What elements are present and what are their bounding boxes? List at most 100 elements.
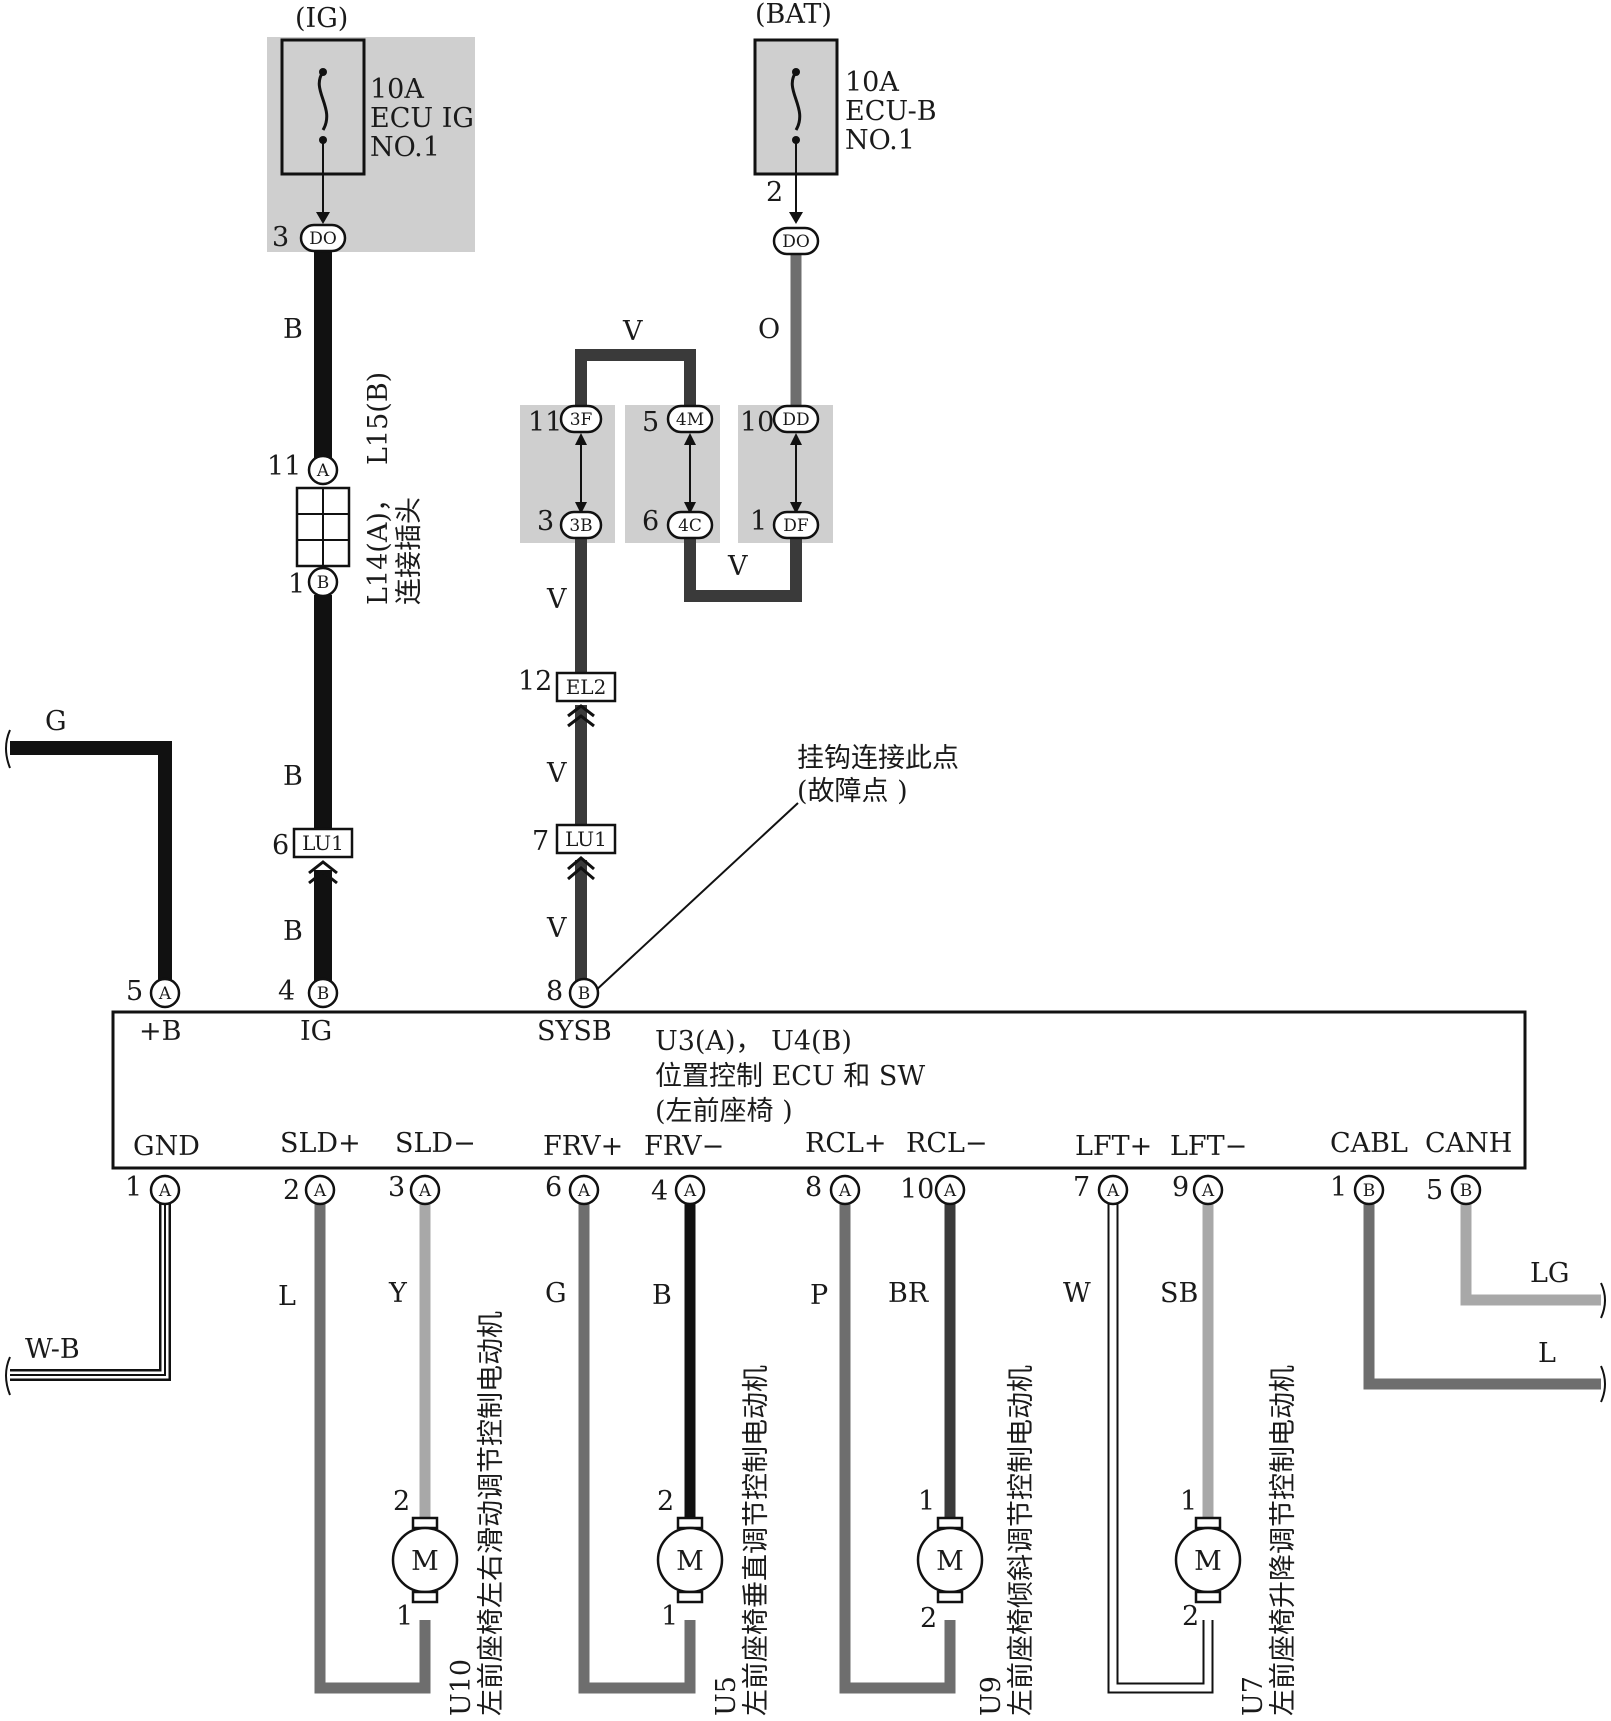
pin-label: 2 (393, 1486, 410, 1517)
arrow-icon (575, 433, 587, 445)
inline-lu1-sysb: 7 LU1 (532, 823, 617, 881)
pin-name: LFT+ (1075, 1131, 1152, 1162)
conn-df: 1 DF (750, 506, 820, 540)
pin-name: SLD+ (280, 1128, 361, 1159)
motor-u10-id: U10 (446, 1659, 477, 1716)
pin-label: 2 (283, 1175, 300, 1206)
wire-label: V (546, 913, 567, 944)
pin-letter: A (683, 1181, 697, 1201)
pin-label: 1 (288, 569, 305, 600)
wire-label: V (727, 551, 748, 582)
connector-plug-l14: 11 A 1 B (267, 451, 351, 600)
connector-label: L14(A)， (363, 485, 394, 605)
pin-letter: A (838, 1181, 852, 1201)
pin-label: 6 (642, 506, 659, 537)
pin-name: +B (139, 1016, 181, 1047)
pin-label: 4 (278, 976, 295, 1007)
connector-l14-label: L14(A)， (363, 485, 394, 605)
wire-label: V (546, 758, 567, 789)
wire-label: B (283, 916, 303, 947)
ecu-pin-frv-minus: 4 A (651, 1174, 706, 1207)
pin-label: 1 (1330, 1172, 1347, 1203)
ecu-pin-rcl-minus: 10 A (900, 1174, 966, 1206)
fuse-bat-amp: 10A (845, 67, 899, 98)
pin-letter: A (316, 461, 330, 481)
motor-desc: 左前座椅左右滑动调节控制电动机 (476, 1311, 507, 1716)
fuse-ig-icon (317, 71, 329, 131)
conn-4m: 5 4M (642, 404, 714, 438)
pin-label: 7 (1073, 1172, 1090, 1203)
motor-u5-desc: 左前座椅垂直调节控制电动机 (741, 1365, 772, 1716)
pin-label: 11 (528, 407, 562, 438)
motor-id: U10 (446, 1659, 477, 1716)
motor-icon: M (1194, 1546, 1222, 1577)
ecu-pin-sld-plus: 2 A (283, 1174, 336, 1206)
pin-label: 3 (537, 506, 554, 537)
motor-desc: 左前座椅垂直调节控制电动机 (741, 1365, 772, 1716)
pin-label: 1 (661, 1601, 678, 1632)
motor-id: U5 (711, 1676, 742, 1716)
ecu-pin-sysb: 8 B SYSB (537, 976, 612, 1047)
motor-u5-id: U5 (711, 1676, 742, 1716)
pin-letter: B (578, 984, 591, 1004)
pin-letter: A (577, 1181, 591, 1201)
fault-pointer (592, 802, 799, 994)
conn-ig-do-label: DO (309, 229, 337, 249)
fuse-ig-amp: 10A (370, 74, 424, 105)
bat-source-label: (BAT) (755, 0, 832, 30)
pin-label: 9 (1172, 1172, 1189, 1203)
motor-u10: 2 M 1 (391, 1486, 459, 1632)
pin-label: 11 (267, 451, 301, 482)
wire-v-top (575, 349, 696, 420)
conn-label: 3B (569, 516, 592, 536)
break-icon (1600, 1282, 1606, 1319)
conn-label: DD (782, 410, 809, 430)
pin-label: 8 (546, 976, 563, 1007)
pin-label: 6 (272, 830, 289, 861)
arrow-icon (684, 502, 696, 514)
connector-l14-desc: 连接插头 (394, 497, 425, 605)
pin-letter: A (418, 1181, 432, 1201)
wire-label: P (810, 1280, 828, 1311)
wire-frv-g (578, 1198, 696, 1694)
pin-letter: B (1460, 1181, 1473, 1201)
wire-g (10, 741, 172, 985)
pin-letter: A (158, 1181, 172, 1201)
ecu-pin-sld-minus: 3 A (388, 1172, 441, 1206)
pin-letter: A (1106, 1181, 1120, 1201)
wire-label: W-B (25, 1334, 80, 1365)
inline-el2: 12 EL2 (518, 666, 617, 728)
wire-label: L (1538, 1338, 1556, 1369)
arrow-icon (316, 212, 330, 224)
connector-label: 连接插头 (394, 497, 425, 605)
motor-id: U7 (1238, 1676, 1269, 1716)
inline-label: LU1 (565, 827, 607, 851)
motor-icon: M (936, 1546, 964, 1577)
pin-letter: A (158, 984, 172, 1004)
arrow-icon (790, 433, 802, 445)
inline-label: EL2 (566, 675, 607, 699)
arrow-icon (789, 212, 803, 224)
inline-lu1-ig: 6 LU1 (272, 827, 354, 885)
pin-label: 1 (396, 1601, 413, 1632)
wire-label: B (283, 314, 303, 345)
wire-label: BR (888, 1278, 929, 1309)
ecu-pin-canh: 5 B (1426, 1174, 1482, 1206)
pin-label: 8 (805, 1172, 822, 1203)
fuse-bat-terminal (792, 68, 800, 76)
pin-letter: A (943, 1181, 957, 1201)
wire-label: B (652, 1280, 672, 1311)
wire-label: O (758, 314, 780, 345)
wire-label: V (546, 584, 567, 615)
ig-source-label: (IG) (295, 3, 348, 34)
wire-v-bottom (684, 530, 802, 602)
ig-pin: 3 (272, 222, 289, 253)
motor-u7-id: U7 (1238, 1676, 1269, 1716)
bat-pin: 2 (766, 177, 783, 208)
chevron-up-icon (567, 856, 595, 881)
conn-3f: 11 3F (528, 404, 603, 438)
wire-label: B (283, 761, 303, 792)
pin-label: 10 (740, 407, 774, 438)
pin-name: SLD− (395, 1128, 476, 1159)
